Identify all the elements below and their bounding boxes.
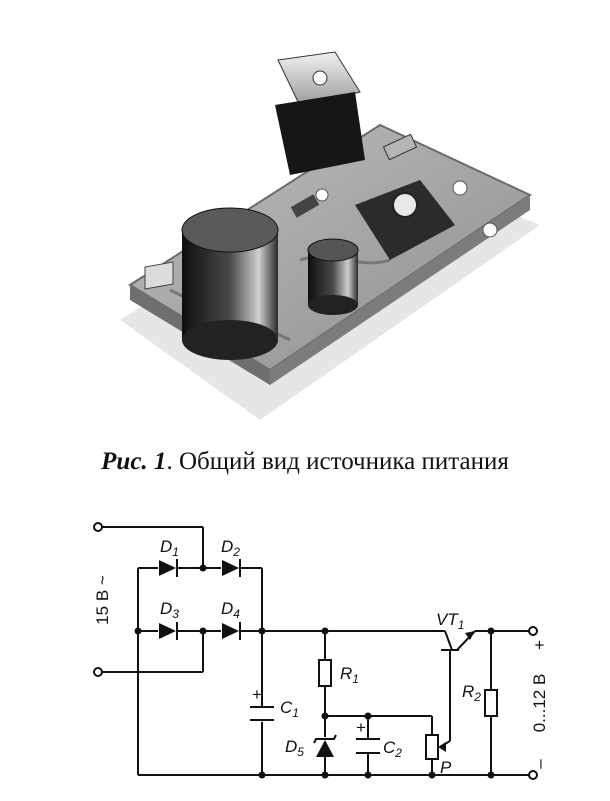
label-d2: D2 — [221, 537, 240, 559]
label-input-voltage: 15 В ~ — [93, 575, 112, 625]
output-terminal-minus — [528, 770, 538, 780]
label-d1: D1 — [160, 537, 179, 559]
label-output-voltage: 0...12 В — [530, 674, 549, 733]
capacitor-c1 — [250, 706, 274, 721]
input-terminal-bottom — [93, 667, 103, 677]
label-c2: C2 — [383, 738, 402, 760]
input-terminal-top — [93, 522, 103, 532]
label-output-plus: + — [530, 640, 549, 650]
capacitor-c2 — [356, 738, 380, 754]
resistor-r2 — [484, 689, 498, 717]
caption-text: . Общий вид источника питания — [166, 448, 509, 475]
junctions — [134, 564, 495, 779]
potentiometer-p — [425, 734, 446, 760]
circuit-schematic: D1 D2 D3 D4 R1 R2 C1 C2 D5 VT1 P + + 15 … — [93, 522, 549, 780]
label-d5: D5 — [285, 737, 304, 759]
diode-d3 — [159, 622, 178, 640]
diode-d1 — [159, 559, 178, 577]
transistor-vt1 — [441, 630, 476, 651]
label-vt1: VT1 — [436, 610, 464, 632]
power-supply-photo — [120, 51, 540, 420]
label-r1: R1 — [340, 664, 359, 686]
figure-caption: Рис. 1. Общий вид источника питания — [0, 448, 610, 476]
label-r2: R2 — [462, 682, 481, 704]
diode-d4 — [222, 622, 241, 640]
label-p: P — [440, 758, 452, 777]
caption-label: Рис. 1 — [101, 448, 167, 475]
zener-d5 — [313, 734, 337, 757]
label-c1: C1 — [280, 698, 299, 720]
label-c1-polarity: + — [252, 685, 262, 704]
transistor-body — [275, 92, 365, 175]
label-d4: D4 — [221, 599, 240, 621]
output-terminal-plus — [528, 626, 538, 636]
label-output-minus: – — [530, 759, 549, 769]
label-c2-polarity: + — [356, 718, 366, 737]
label-d3: D3 — [160, 599, 179, 621]
resistor-r1 — [318, 659, 332, 687]
diode-d2 — [222, 559, 241, 577]
trimmer — [355, 180, 455, 260]
